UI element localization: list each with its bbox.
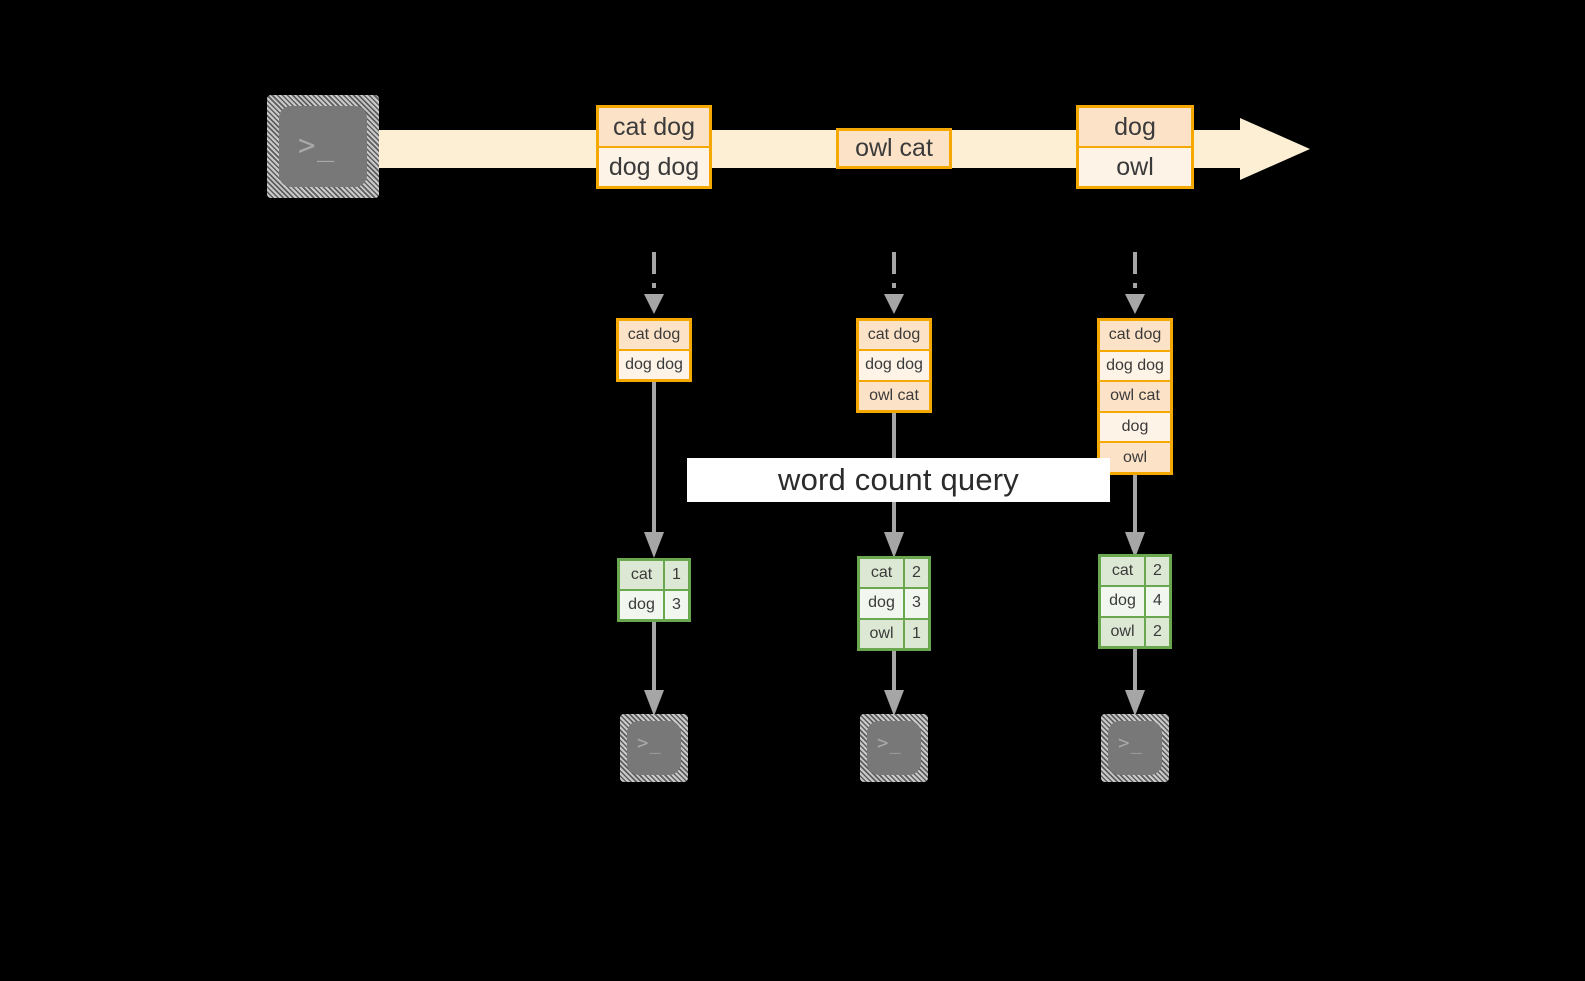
accumulated-input-box-1[interactable]: cat dog dog dog — [616, 318, 692, 382]
terminal-prompt-glyph: >_ — [298, 128, 336, 162]
result-row: dog 3 — [860, 587, 928, 618]
accumulated-line: dog — [1100, 410, 1170, 442]
accumulated-line: cat dog — [1100, 321, 1170, 350]
word-count-result-table-2[interactable]: cat 2 dog 3 owl 1 — [857, 556, 931, 651]
result-row: cat 1 — [620, 561, 688, 589]
result-row: owl 2 — [1101, 615, 1169, 646]
result-count: 2 — [905, 559, 928, 588]
result-count: 1 — [665, 561, 688, 589]
stream-batch-line: owl — [1079, 146, 1191, 186]
result-word: dog — [860, 589, 905, 618]
stream-batch-box-1[interactable]: cat dog dog dog — [596, 105, 712, 189]
result-row: dog 3 — [620, 589, 688, 619]
result-word: cat — [1101, 557, 1146, 586]
sink-arrow-icon-1 — [644, 622, 664, 716]
dashed-down-arrow-icon-3 — [1125, 252, 1145, 314]
result-row: owl 1 — [860, 617, 928, 648]
result-count: 4 — [1146, 587, 1169, 616]
result-word: owl — [860, 619, 905, 648]
word-count-result-table-1[interactable]: cat 1 dog 3 — [617, 558, 691, 622]
terminal-prompt-glyph: >_ — [1118, 732, 1143, 754]
result-count: 3 — [905, 589, 928, 618]
terminal-prompt-glyph: >_ — [637, 732, 662, 754]
accumulated-line: owl — [1100, 441, 1170, 472]
query-banner: word count query — [687, 458, 1110, 502]
result-word: dog — [1101, 587, 1146, 616]
result-row: cat 2 — [1101, 557, 1169, 586]
result-count: 3 — [665, 591, 688, 619]
stream-batch-box-3[interactable]: dog owl — [1076, 105, 1194, 189]
accumulated-line: dog dog — [1100, 349, 1170, 381]
terminal-body — [627, 721, 681, 775]
query-arrow-icon-1 — [644, 382, 664, 558]
result-count: 2 — [1146, 617, 1169, 646]
result-row: dog 4 — [1101, 585, 1169, 616]
query-banner-label: word count query — [778, 462, 1019, 497]
accumulated-line: owl cat — [859, 379, 929, 410]
accumulated-input-box-3[interactable]: cat dog dog dog owl cat dog owl — [1097, 318, 1173, 475]
result-count: 1 — [905, 619, 928, 648]
accumulated-input-box-2[interactable]: cat dog dog dog owl cat — [856, 318, 932, 413]
accumulated-line: dog dog — [619, 349, 689, 379]
stream-batch-box-2[interactable]: owl cat — [836, 128, 952, 169]
result-word: dog — [620, 591, 665, 619]
result-word: cat — [860, 559, 905, 588]
sink-arrow-icon-2 — [884, 651, 904, 716]
dashed-down-arrow-icon-2 — [884, 252, 904, 314]
stream-batch-line: dog dog — [599, 146, 709, 186]
accumulated-line: cat dog — [859, 321, 929, 350]
terminal-body — [279, 106, 367, 187]
query-arrow-icon-3 — [1125, 475, 1145, 558]
sink-terminal-icon-3[interactable]: >_ — [1101, 714, 1169, 782]
stream-batch-line: owl cat — [839, 131, 949, 166]
sink-arrow-icon-3 — [1125, 649, 1145, 716]
stream-batch-line: cat dog — [599, 108, 709, 146]
accumulated-line: owl cat — [1100, 380, 1170, 411]
terminal-body — [1108, 721, 1162, 775]
result-count: 2 — [1146, 557, 1169, 586]
accumulated-line: dog dog — [859, 349, 929, 380]
result-word: cat — [620, 561, 665, 589]
dashed-down-arrow-icon-1 — [644, 252, 664, 314]
source-terminal-icon[interactable]: >_ — [267, 95, 379, 198]
terminal-body — [867, 721, 921, 775]
stream-batch-line: dog — [1079, 108, 1191, 146]
sink-terminal-icon-1[interactable]: >_ — [620, 714, 688, 782]
accumulated-line: cat dog — [619, 321, 689, 349]
result-word: owl — [1101, 617, 1146, 646]
terminal-prompt-glyph: >_ — [877, 732, 902, 754]
result-row: cat 2 — [860, 559, 928, 588]
sink-terminal-icon-2[interactable]: >_ — [860, 714, 928, 782]
word-count-result-table-3[interactable]: cat 2 dog 4 owl 2 — [1098, 554, 1172, 649]
